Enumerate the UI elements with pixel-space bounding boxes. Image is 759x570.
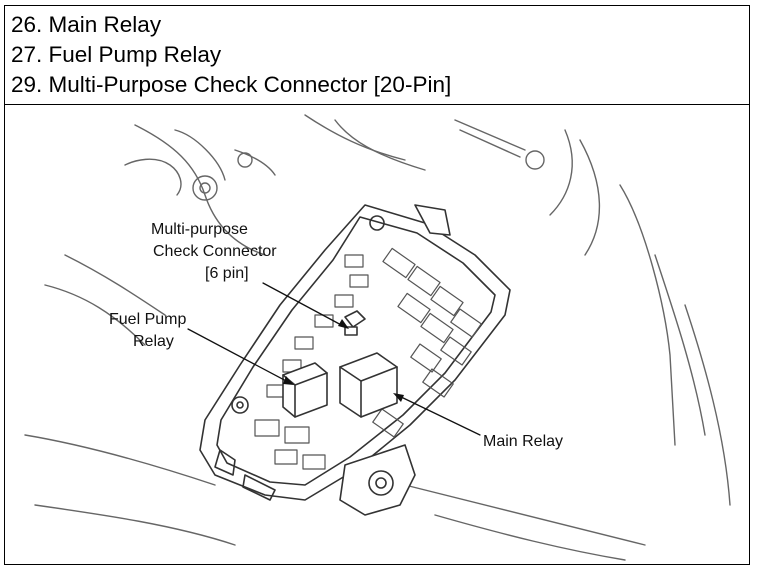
fuse-slots [254,247,482,470]
callout-check-connector-line1: Multi-purpose [151,221,248,238]
callout-check-connector-line3: [6 pin] [205,265,249,282]
check-connector-shape [344,310,366,336]
callout-check-connector-line2: Check Connector [153,243,277,260]
callout-main-relay: Main Relay [483,433,564,450]
relay-box-body [199,204,511,516]
relay-box-illustration [24,114,731,561]
figure-frame [4,5,750,565]
leader-arrowheads [283,319,404,402]
main-relay-shape [339,352,398,418]
legend-item-main-relay: 26. Main Relay [11,12,162,37]
relay-box-diagram: Multi-purpose Check Connector [6 pin] Fu… [5,105,749,564]
legend-item-check-connector: 29. Multi-Purpose Check Connector [20-Pi… [11,72,452,97]
legend-item-fuel-pump-relay: 27. Fuel Pump Relay [11,42,222,67]
legend-box: 26. Main Relay 27. Fuel Pump Relay 29. M… [5,6,749,105]
callout-fuel-pump-relay-line2: Relay [133,333,174,350]
leader-lines [187,282,481,436]
callout-fuel-pump-relay-line1: Fuel Pump [109,311,187,328]
engine-bay-outline [24,114,731,561]
